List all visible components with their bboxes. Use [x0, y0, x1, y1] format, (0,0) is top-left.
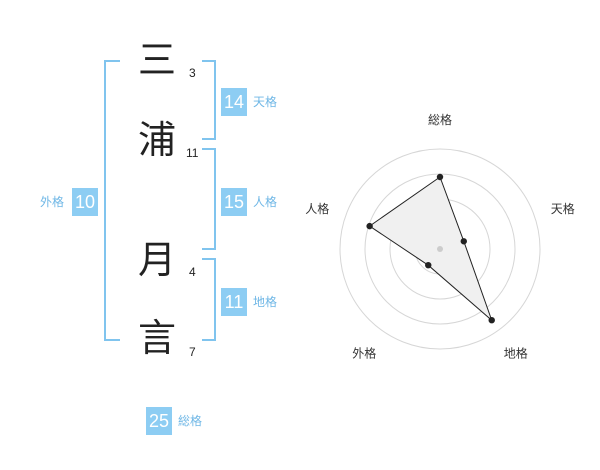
tenkaku-label: 天格 — [253, 95, 278, 109]
tenkaku-value: 14 — [221, 88, 247, 116]
name-char-1: 三 — [137, 38, 176, 82]
stroke-count-2: 11 — [186, 146, 199, 160]
radar-grid-ring — [339, 148, 541, 350]
name-char-4: 言 — [137, 316, 176, 360]
chikaku-bracket — [202, 258, 216, 341]
radar-axis-label: 総格 — [428, 112, 452, 127]
jinkaku-label: 人格 — [253, 195, 278, 209]
radar-point — [460, 238, 467, 245]
radar-point — [366, 222, 373, 230]
radar-polygon — [368, 176, 493, 322]
soukaku-label: 総格 — [178, 414, 203, 428]
gaikaku-value: 10 — [72, 188, 98, 216]
name-char-2: 浦 — [137, 118, 176, 162]
radar-center-dot — [437, 246, 443, 252]
name-char-3: 月 — [137, 238, 176, 282]
jinkaku-bracket — [202, 148, 216, 250]
gaikaku-bracket — [104, 60, 120, 341]
tenkaku-bracket — [202, 60, 216, 140]
stroke-count-4: 7 — [189, 345, 196, 359]
radar-point — [488, 316, 495, 324]
radar-point — [436, 173, 444, 181]
radar-point — [425, 261, 432, 269]
gaikaku-label: 外格 — [40, 195, 65, 209]
chikaku-value: 11 — [221, 288, 247, 316]
soukaku-value: 25 — [146, 407, 172, 435]
radar-axis-label: 外格 — [352, 345, 376, 360]
jinkaku-value: 15 — [221, 188, 247, 216]
radar-axis-label: 天格 — [551, 201, 575, 216]
stroke-count-1: 3 — [189, 66, 196, 80]
radar-axis-label: 人格 — [305, 201, 329, 216]
radar-axis-label: 地格 — [504, 345, 528, 360]
chikaku-label: 地格 — [253, 295, 278, 309]
stroke-count-3: 4 — [189, 265, 196, 279]
